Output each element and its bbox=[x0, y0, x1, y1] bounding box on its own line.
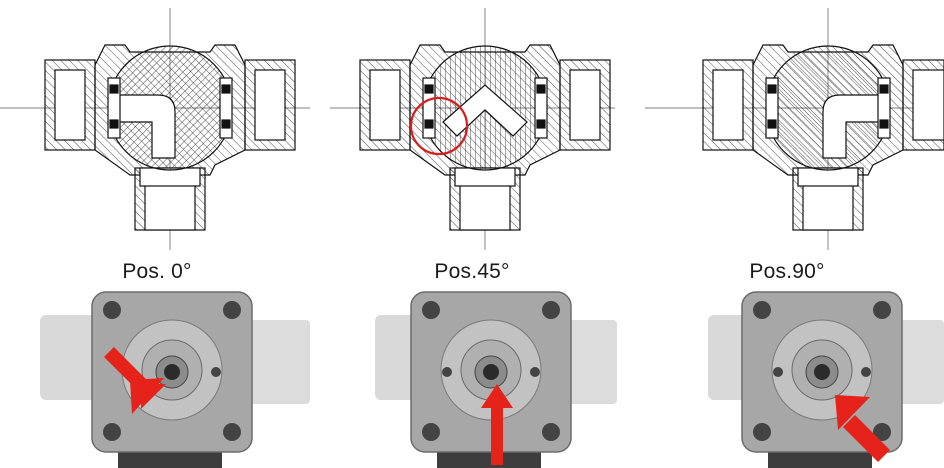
valve-photo-pos-45 bbox=[375, 291, 617, 468]
position-label: Pos.45° bbox=[434, 260, 510, 283]
valve-cross-section bbox=[359, 44, 611, 231]
valve-diagram-pos-0 bbox=[0, 8, 310, 468]
valve-photo-pos-90 bbox=[708, 291, 944, 468]
panel-pos-45: Pos.45° bbox=[315, 0, 629, 468]
position-label: Pos. 0° bbox=[122, 260, 192, 283]
valve-photo-pos-0 bbox=[40, 291, 310, 468]
position-label: Pos.90° bbox=[749, 260, 825, 283]
highlight-circle-icon bbox=[409, 96, 469, 156]
valve-cross-section bbox=[44, 44, 296, 231]
rotation-arrow-icon bbox=[835, 395, 890, 462]
valve-diagram-pos-45 bbox=[330, 8, 617, 468]
valve-diagram-pos-90 bbox=[645, 8, 944, 468]
valve-cross-section bbox=[702, 44, 944, 231]
panel-pos-90: Pos.90° bbox=[630, 0, 944, 468]
rotation-arrow-icon bbox=[481, 384, 513, 465]
panel-pos-0: Pos. 0° bbox=[0, 0, 314, 468]
